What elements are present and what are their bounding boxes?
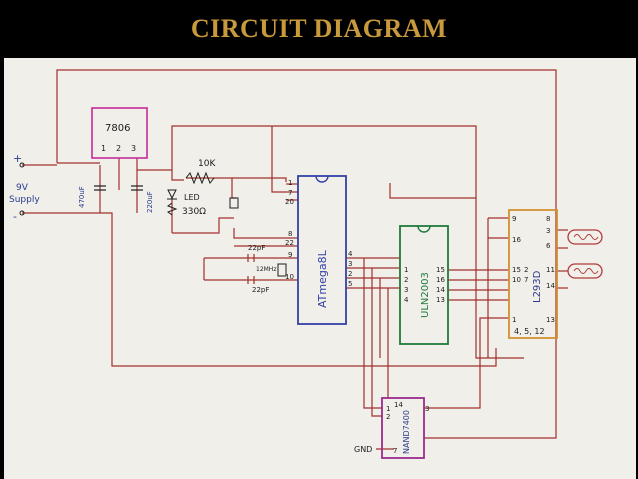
nand-pin-3: 3 xyxy=(425,405,429,413)
uln-pin-2: 2 xyxy=(404,276,408,284)
slide-title: CIRCUIT DIAGRAM xyxy=(190,14,448,43)
motor-1-icon xyxy=(567,229,603,245)
paper-sheet xyxy=(4,58,636,479)
resistor-10k xyxy=(185,171,215,185)
regulator-pin-2: 2 xyxy=(116,144,121,153)
l293d-pin-1: 1 xyxy=(512,316,516,324)
atmega-pin-1: 1 xyxy=(288,179,292,187)
led-label: LED xyxy=(184,193,200,202)
l293d-pin-13: 13 xyxy=(546,316,555,324)
nand7400-chip: NAND7400 1 2 14 3 7 xyxy=(381,397,429,459)
l293d-pin-2: 2 xyxy=(524,266,528,274)
nand-pin-7: 7 xyxy=(393,447,397,455)
atmega-body xyxy=(297,175,347,325)
atmega-pin-22: 22 xyxy=(285,239,294,247)
cap-22pf-2-label: 22pF xyxy=(252,286,269,294)
capacitor-220-label: 220uF xyxy=(146,191,154,213)
l293d-label: L293D xyxy=(532,270,543,303)
uln-pin-3: 3 xyxy=(404,286,408,294)
l293d-pin-16: 16 xyxy=(512,236,521,244)
supply-label: Supply xyxy=(9,195,40,205)
crystal-icon xyxy=(277,263,287,277)
nand-pin-2: 2 xyxy=(386,413,390,421)
atmega-pin-5: 5 xyxy=(348,280,352,288)
nand-label: NAND7400 xyxy=(402,410,411,454)
atmega-pin-7: 7 xyxy=(288,189,292,197)
motor-2-icon xyxy=(567,263,603,279)
supply-minus-terminal xyxy=(19,210,25,216)
regulator-body xyxy=(91,107,148,159)
l293d-pin-10: 10 xyxy=(512,276,521,284)
led-icon xyxy=(167,189,177,200)
l293d-bottom-pins: 4, 5, 12 xyxy=(514,327,545,336)
regulator-7806: 7806 1 2 3 xyxy=(91,107,148,159)
l293d-pin-6: 6 xyxy=(546,242,551,250)
circuit-diagram: + - 9V Supply 7806 1 2 3 470uF 220uF 10K… xyxy=(4,58,636,479)
l293d-pin-7: 7 xyxy=(524,276,528,284)
atmega-pin-2: 2 xyxy=(348,270,352,278)
atmega8l-chip: ATmega8L 1 7 20 8 22 9 10 4 3 2 5 xyxy=(285,175,353,325)
atmega-pin-10: 10 xyxy=(285,273,294,281)
supply-voltage-label: 9V xyxy=(16,183,29,193)
capacitor-220 xyxy=(131,185,143,191)
uln-body xyxy=(399,225,449,345)
uln-pin-16: 16 xyxy=(436,276,445,284)
l293d-body xyxy=(508,209,558,339)
atmega-pin-3: 3 xyxy=(348,260,352,268)
capacitor-470 xyxy=(94,185,106,191)
atmega-pin-9: 9 xyxy=(288,251,292,259)
l293d-pin-15: 15 xyxy=(512,266,521,274)
nand-pin-14: 14 xyxy=(394,401,403,409)
regulator-label: 7806 xyxy=(105,123,130,134)
resistor-10k-label: 10K xyxy=(198,159,216,169)
supply: + - 9V Supply xyxy=(9,152,40,223)
wiring xyxy=(22,69,568,450)
atmega-label: ATmega8L xyxy=(316,249,329,308)
l293d-pin-11: 11 xyxy=(546,266,555,274)
l293d-pin-3: 3 xyxy=(546,227,550,235)
uln-pin-15: 15 xyxy=(436,266,445,274)
crystal-label: 12MHz xyxy=(256,266,276,273)
regulator-pin-3: 3 xyxy=(131,144,136,153)
uln-pin-4: 4 xyxy=(404,296,409,304)
nand-body xyxy=(381,397,425,459)
cap-22pf-1-label: 22pF xyxy=(248,244,265,252)
uln-label: ULN2003 xyxy=(420,272,431,318)
l293d-chip: L293D 9 16 15 10 2 7 1 8 3 6 11 14 13 4,… xyxy=(508,209,558,339)
atmega-pin-20: 20 xyxy=(285,198,294,206)
supply-plus-label: + xyxy=(13,152,22,165)
resistor-330 xyxy=(166,202,178,216)
gnd-label: GND xyxy=(354,445,372,454)
uln2003-chip: ULN2003 1 2 3 4 15 16 14 13 xyxy=(399,225,449,345)
resistor-330-label: 330Ω xyxy=(182,207,206,217)
supply-plus-terminal xyxy=(19,162,25,168)
reset-switch-icon xyxy=(229,197,239,209)
regulator-pin-1: 1 xyxy=(101,144,106,153)
capacitor-470-label: 470uF xyxy=(78,186,86,208)
uln-pin-14: 14 xyxy=(436,286,445,294)
uln-pin-13: 13 xyxy=(436,296,445,304)
uln-pin-1: 1 xyxy=(404,266,408,274)
nand-pin-1: 1 xyxy=(386,405,390,413)
l293d-pin-14: 14 xyxy=(546,282,555,290)
supply-minus-label: - xyxy=(13,210,17,223)
atmega-pin-4: 4 xyxy=(348,250,353,258)
l293d-pin-9: 9 xyxy=(512,215,516,223)
atmega-pin-8: 8 xyxy=(288,230,292,238)
l293d-pin-8: 8 xyxy=(546,215,550,223)
